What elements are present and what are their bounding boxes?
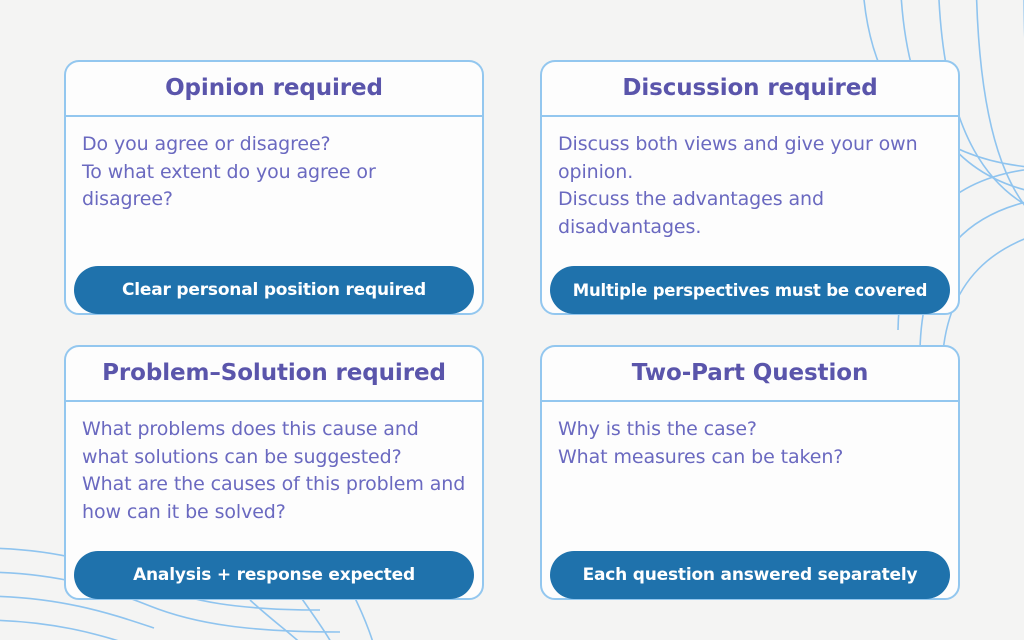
card-title: Two-Part Question xyxy=(631,359,869,386)
card-footer: Multiple perspectives must be covered xyxy=(542,257,958,314)
card-line: Discuss the advantages and disadvantages… xyxy=(558,188,824,238)
card-line: Why is this the case? xyxy=(558,418,757,440)
card-title: Discussion required xyxy=(622,74,878,101)
card-header: Discussion required xyxy=(542,62,958,117)
pill-analysis-response-expected[interactable]: Analysis + response expected xyxy=(74,551,474,599)
card-footer: Each question answered separately xyxy=(542,542,958,599)
pill-clear-personal-position-required[interactable]: Clear personal position required xyxy=(74,266,474,314)
card-line: What are the causes of this problem and … xyxy=(82,473,466,523)
card-line: What problems does this cause and what s… xyxy=(82,418,419,468)
card-line: Discuss both views and give your own opi… xyxy=(558,133,918,183)
pill-multiple-perspectives-must-be-covered[interactable]: Multiple perspectives must be covered xyxy=(550,266,950,314)
card-opinion-required: Opinion required Do you agree or disagre… xyxy=(64,60,484,315)
card-body: Do you agree or disagree? To what extent… xyxy=(66,117,482,257)
card-line: Do you agree or disagree? xyxy=(82,133,331,155)
card-line: What measures can be taken? xyxy=(558,445,844,468)
card-footer: Analysis + response expected xyxy=(66,542,482,599)
card-body: Why is this the case? What measures can … xyxy=(542,402,958,542)
card-problem-solution-required: Problem–Solution required What problems … xyxy=(64,345,484,600)
card-header: Problem–Solution required xyxy=(66,347,482,402)
card-header: Two-Part Question xyxy=(542,347,958,402)
card-footer: Clear personal position required xyxy=(66,257,482,314)
card-body: What problems does this cause and what s… xyxy=(66,402,482,542)
card-body: Discuss both views and give your own opi… xyxy=(542,117,958,257)
card-header: Opinion required xyxy=(66,62,482,117)
card-discussion-required: Discussion required Discuss both views a… xyxy=(540,60,960,315)
pill-each-question-answered-separately[interactable]: Each question answered separately xyxy=(550,551,950,599)
question-type-grid: Opinion required Do you agree or disagre… xyxy=(64,60,960,600)
card-title: Problem–Solution required xyxy=(102,359,446,386)
card-line: To what extent do you agree or disagree? xyxy=(82,160,376,211)
card-two-part-question: Two-Part Question Why is this the case? … xyxy=(540,345,960,600)
card-title: Opinion required xyxy=(165,74,383,101)
